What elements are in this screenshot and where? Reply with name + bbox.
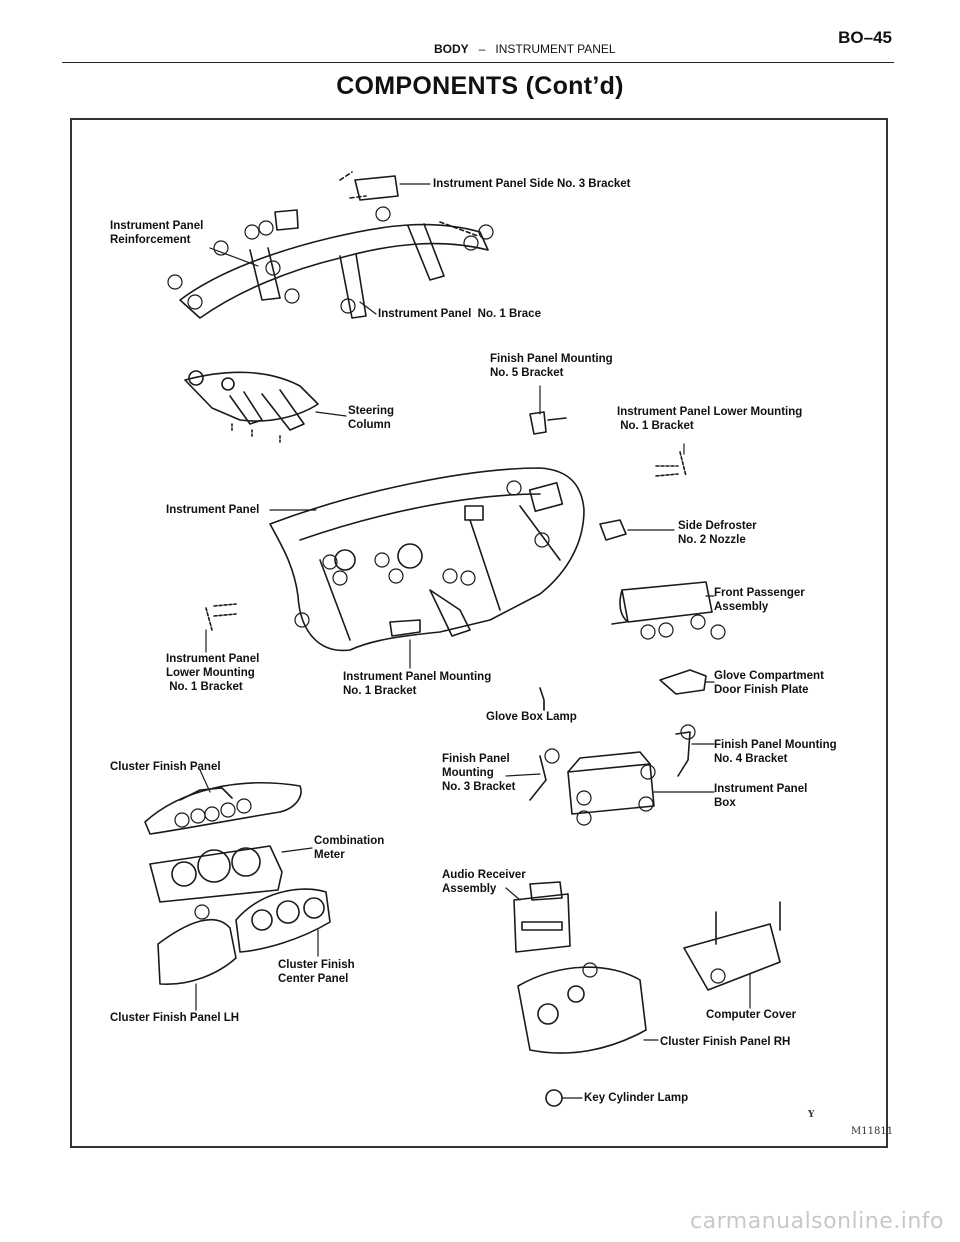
marker (576, 790, 592, 806)
label-lower-mount-left: Instrument Panel Lower Mounting No. 1 Br… (166, 653, 260, 693)
finish-no4-drawing (675, 731, 691, 777)
marker (167, 274, 183, 290)
label-cluster-center: Cluster Finish Center Panel (278, 959, 355, 985)
marker (544, 748, 560, 764)
section-title: BODY–INSTRUMENT PANEL (434, 42, 616, 56)
figure-frame (70, 118, 888, 1148)
marker (534, 532, 550, 548)
audio-receiver-drawing (513, 881, 571, 953)
marker (478, 224, 494, 240)
computer-cover-drawing (683, 901, 781, 991)
label-instrument-panel: Instrument Panel (166, 504, 260, 516)
marker (236, 798, 252, 814)
marker (258, 220, 274, 236)
marker (265, 260, 281, 276)
label-lower-mount-right: Instrument Panel Lower Mounting No. 1 Br… (617, 406, 803, 432)
marker (463, 235, 479, 251)
label-key-lamp: Key Cylinder Lamp (584, 1092, 689, 1104)
label-panel-box: Instrument Panel Box (714, 783, 808, 809)
marker (220, 802, 236, 818)
reinforcement-drawing (179, 171, 489, 319)
marker (582, 962, 598, 978)
finish-no5-drawing (529, 411, 567, 435)
marker (690, 614, 706, 630)
front-passenger-drawing (611, 581, 713, 625)
marker (442, 568, 458, 584)
marker (332, 570, 348, 586)
cluster-rh-drawing (517, 966, 647, 1054)
marker (340, 298, 356, 314)
marker (640, 624, 656, 640)
cluster-center-drawing (235, 888, 331, 953)
finish-no3-drawing (529, 755, 547, 801)
marker (680, 724, 696, 740)
mounting-no1-drawing (389, 619, 421, 637)
label-finish-no5-bracket: Finish Panel Mounting No. 5 Bracket (490, 353, 613, 379)
combination-meter-drawing (149, 845, 283, 903)
marker (244, 224, 260, 240)
marker (640, 764, 656, 780)
marker (374, 552, 390, 568)
figure-code: M11811 (851, 1126, 894, 1137)
marker (204, 806, 220, 822)
marker (213, 240, 229, 256)
label-side-defroster: Side Defroster No. 2 Nozzle (678, 520, 757, 546)
marker (710, 968, 726, 984)
label-cluster-finish: Cluster Finish Panel (110, 761, 221, 773)
steering-column-drawing (184, 370, 319, 445)
label-reinforcement: Instrument Panel Reinforcement (110, 220, 204, 246)
label-audio-receiver: Audio Receiver Assembly (442, 869, 526, 895)
label-computer-cover: Computer Cover (706, 1009, 797, 1021)
marker (460, 570, 476, 586)
label-finish-no3-bracket: Finish Panel Mounting No. 3 Bracket (442, 753, 516, 793)
marker (194, 904, 210, 920)
label-cluster-lh: Cluster Finish Panel LH (110, 1012, 240, 1024)
lower-mount-left-drawing (205, 603, 237, 631)
small-mark: Y (808, 1110, 815, 1120)
label-mounting-no1: Instrument Panel Mounting No. 1 Bracket (343, 671, 492, 697)
marker (638, 796, 654, 812)
label-no1-brace: Instrument Panel No. 1 Brace (378, 308, 541, 320)
page-title: COMPONENTS (Cont’d) (336, 72, 624, 100)
marker (174, 812, 190, 828)
marker (190, 808, 206, 824)
label-steering-column: Steering Column (348, 405, 395, 431)
panel-box-drawing (567, 751, 655, 815)
glove-finish-drawing (659, 669, 707, 695)
label-cluster-rh: Cluster Finish Panel RH (660, 1036, 791, 1048)
key-lamp-drawing (545, 1089, 563, 1107)
marker (576, 810, 592, 826)
marker (506, 480, 522, 496)
label-finish-no4-bracket: Finish Panel Mounting No. 4 Bracket (714, 739, 837, 765)
marker (322, 554, 338, 570)
label-glove-lamp: Glove Box Lamp (486, 711, 577, 723)
leader-lines (195, 183, 751, 1099)
label-combination-meter: Combination Meter (314, 835, 385, 861)
marker (658, 622, 674, 638)
page-number: BO–45 (838, 28, 892, 47)
watermark-footer: carmanualsonline.info (690, 1209, 944, 1234)
label-front-passenger: Front Passenger Assembly (714, 587, 805, 613)
marker (710, 624, 726, 640)
marker-group (167, 206, 726, 984)
label-side-no3-bracket: Instrument Panel Side No. 3 Bracket (433, 178, 631, 190)
lower-mount-right-drawing (655, 451, 687, 477)
label-glove-finish: Glove Compartment Door Finish Plate (714, 670, 824, 696)
page-header: BODY–INSTRUMENT PANEL BO–45 (62, 26, 894, 63)
marker (187, 294, 203, 310)
cluster-finish-drawing (144, 782, 302, 835)
instrument-panel-drawing (269, 467, 585, 652)
cluster-lh-drawing (157, 919, 237, 985)
marker (294, 612, 310, 628)
marker (284, 288, 300, 304)
marker (388, 568, 404, 584)
side-defroster-drawing (599, 519, 627, 541)
marker (375, 206, 391, 222)
